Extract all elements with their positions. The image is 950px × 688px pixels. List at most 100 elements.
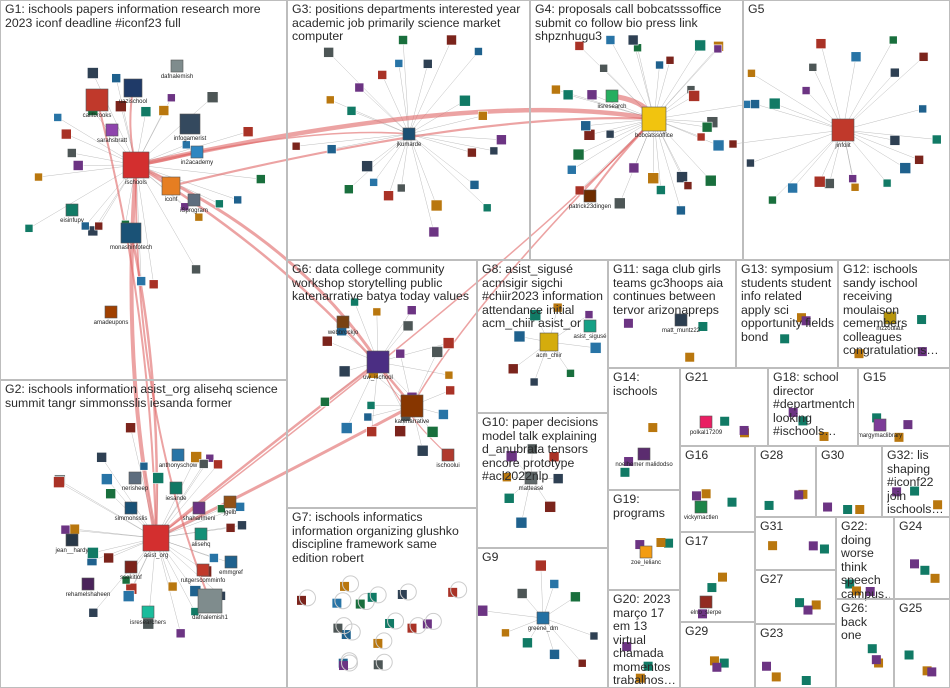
node-avatar bbox=[648, 423, 658, 433]
node-webbrockjo[interactable]: webbrockjo bbox=[327, 315, 359, 336]
node-label: noelhemer malidodso bbox=[615, 462, 673, 468]
group-panel-g5: G5 bbox=[743, 0, 950, 260]
node-avatar bbox=[883, 311, 897, 325]
node-avatar bbox=[369, 178, 378, 187]
node-in2academy[interactable]: in2academy bbox=[181, 145, 213, 166]
node-monashinfotech[interactable]: monashinfotech bbox=[110, 222, 152, 251]
node-katenarrative[interactable]: katenarrative bbox=[395, 394, 430, 425]
group-title: G13: symposium students student info rel… bbox=[741, 263, 834, 344]
node-rutgerscomminfo[interactable]: rutgerscomminfo bbox=[181, 563, 226, 584]
node-avatar bbox=[707, 583, 717, 593]
node-asist-org[interactable]: asist_org bbox=[142, 524, 170, 559]
node-iesande[interactable]: iesande bbox=[165, 481, 187, 502]
node-sarahsbratt[interactable]: sarahsbratt bbox=[97, 123, 127, 144]
group-title: G8: asist_sigusé acmsigir sigchi #chiir2… bbox=[482, 263, 603, 330]
node-zoe-lelianc[interactable]: zoe_lelianc bbox=[631, 545, 661, 566]
node-avatar bbox=[141, 605, 155, 619]
node-ssekitlof[interactable]: ssekitlof bbox=[120, 560, 142, 581]
self-loop bbox=[342, 575, 360, 593]
node-avatar bbox=[701, 121, 713, 133]
node-avatar bbox=[811, 600, 821, 610]
node-margymaclibrary[interactable]: margymaclibrary bbox=[858, 418, 902, 439]
node-dafnalemish1[interactable]: dafnalemish1 bbox=[192, 588, 229, 621]
node-callfbrooks[interactable]: callfbrooks bbox=[83, 88, 112, 119]
node-elno-slerpe[interactable]: elno_slerpe bbox=[690, 595, 722, 616]
node-avatar bbox=[477, 110, 488, 121]
node-avatar bbox=[196, 563, 210, 577]
node-avatar bbox=[224, 555, 238, 569]
node-asist-sigus-[interactable]: asist_sigusé bbox=[573, 319, 607, 340]
node-iisresearch[interactable]: iisresearch bbox=[597, 89, 627, 110]
node-nerisheep[interactable]: nerisheep bbox=[122, 471, 149, 492]
node-avatar bbox=[291, 141, 301, 151]
node-label: ischools bbox=[125, 180, 147, 186]
node-avatar bbox=[422, 59, 433, 69]
node-avatar bbox=[746, 158, 755, 168]
node-alisehq[interactable]: alisehq bbox=[191, 527, 211, 548]
node-avatar bbox=[120, 222, 142, 244]
node-infogamerist[interactable]: infogamerist bbox=[174, 113, 207, 142]
node-shaharlmeni[interactable]: shaharlmeni bbox=[183, 501, 216, 522]
node-uw-ischool[interactable]: uw_ischool bbox=[363, 350, 393, 381]
node-label: asist_org bbox=[144, 553, 168, 559]
node-avatar bbox=[831, 118, 855, 142]
node-anthonyschow[interactable]: anthonyschow bbox=[159, 448, 198, 469]
node-avatar bbox=[367, 592, 377, 602]
node-avatar bbox=[395, 348, 406, 359]
node-avatar bbox=[332, 598, 342, 608]
node-avatar bbox=[855, 505, 865, 514]
node-matt-muntz22[interactable]: matt_muntz22 bbox=[662, 313, 701, 334]
node-avatar bbox=[704, 174, 717, 187]
node-matteas-[interactable]: matteasé bbox=[519, 471, 544, 492]
node-simmonsslis[interactable]: simmonsslis bbox=[115, 501, 148, 522]
node-acm-chiir[interactable]: acm_chiir bbox=[536, 332, 562, 359]
node-avatar bbox=[570, 591, 581, 603]
group-title: G27 bbox=[760, 573, 784, 586]
node-jean-hardy[interactable]: jean__hardy bbox=[54, 533, 89, 554]
node-label: margymaclibrary bbox=[858, 433, 902, 439]
node-avatar bbox=[688, 90, 700, 102]
group-panel-g20: G20: 2023 março 17 em 13 virtual chamada… bbox=[608, 590, 680, 688]
node-ischools[interactable]: ischools bbox=[122, 151, 150, 186]
node-ischoolui[interactable]: ischoolui bbox=[436, 448, 460, 469]
node-polkal17209[interactable]: polkal17209 bbox=[690, 415, 723, 436]
node-uazischool[interactable]: uazischool bbox=[119, 78, 147, 105]
node-avatar bbox=[762, 661, 772, 671]
group-panel-g14: G14: ischools bbox=[608, 368, 680, 490]
node-avatar bbox=[739, 425, 749, 435]
node-bobcatssoffice[interactable]: bobcatssoffice bbox=[635, 106, 674, 139]
node-rehamelshaheen[interactable]: rehamelshaheen bbox=[66, 577, 111, 598]
node-avatar bbox=[326, 144, 337, 154]
node-avatar bbox=[209, 553, 219, 563]
node-iconf[interactable]: iconf bbox=[161, 176, 181, 203]
node-jkumarde[interactable]: jkumarde bbox=[396, 127, 422, 148]
group-panel-g26: G26: back one bbox=[836, 599, 894, 688]
node-label: mzzoulaut bbox=[876, 326, 904, 332]
node-isresearchers[interactable]: isresearchers bbox=[130, 605, 166, 626]
node-greene-dm[interactable]: greene_dm bbox=[528, 611, 558, 632]
node-avatar bbox=[922, 666, 932, 676]
node-avatar bbox=[323, 47, 334, 58]
node-emmgref[interactable]: emmgref bbox=[219, 555, 243, 576]
node-dafnalemish[interactable]: dafnalemish bbox=[161, 59, 193, 80]
node-jinfolit[interactable]: jinfolit bbox=[831, 118, 855, 149]
node-avatar bbox=[795, 598, 805, 608]
self-loop bbox=[375, 632, 393, 650]
node-patrick23dingen[interactable]: patrick23dingen bbox=[569, 189, 611, 210]
group-panel-g18: G18: school director #departmentch… look… bbox=[768, 368, 858, 446]
node-amadeupons[interactable]: amadeupons bbox=[94, 305, 129, 326]
node-avatar bbox=[503, 492, 515, 504]
node-avatar bbox=[198, 459, 209, 469]
node-avatar bbox=[407, 623, 417, 633]
node-avatar bbox=[903, 420, 913, 430]
node-jgelb[interactable]: jgelb bbox=[223, 495, 237, 516]
node-mzzoulaut[interactable]: mzzoulaut bbox=[876, 311, 904, 332]
node-vickymactlen[interactable]: vickymactlen bbox=[684, 500, 718, 521]
group-title: G20: 2023 março 17 em 13 virtual chamada… bbox=[613, 593, 676, 687]
node-label: monashinfotech bbox=[110, 245, 152, 251]
node-label: asist_sigusé bbox=[573, 334, 607, 340]
node-avatar bbox=[709, 656, 719, 666]
node-eisinfupv[interactable]: eisinfupv bbox=[60, 203, 84, 224]
node-isprogram[interactable]: iSprogram bbox=[180, 193, 208, 214]
node-noelhemer-malidodso[interactable]: noelhemer malidodso bbox=[615, 447, 673, 468]
